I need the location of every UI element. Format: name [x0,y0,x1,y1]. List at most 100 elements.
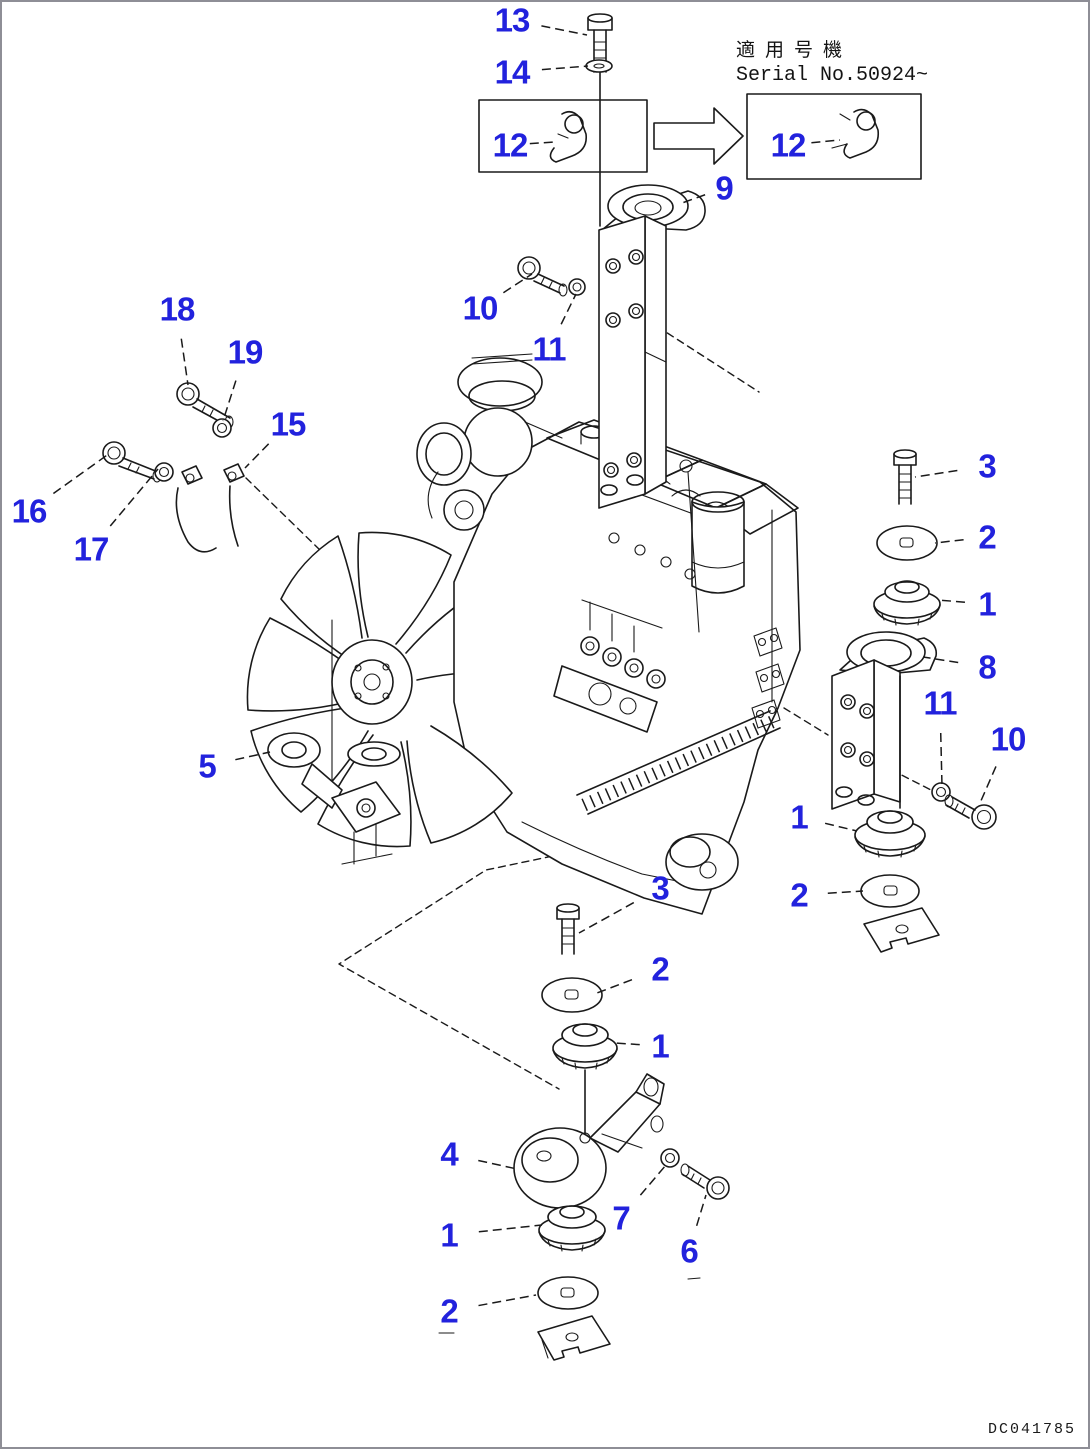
bolt-16 [103,442,161,482]
cushion-1-right-upper [874,581,940,625]
callout-1: 1 [978,585,996,623]
oil-pan-rail [522,711,780,886]
inset-box-old [479,100,647,172]
callout-9: 9 [715,169,733,207]
change-arrow [654,108,743,164]
bolt-3-right [894,450,916,504]
callout-12: 12 [770,126,807,164]
leader-line-10 [980,766,996,803]
bolt-10-right [945,795,996,829]
mount-bracket-4 [514,1074,664,1208]
callout-1: 1 [790,798,808,836]
serial-annotation: 適用号機 Serial No.50924~ [736,35,928,87]
callout-7: 7 [612,1199,630,1237]
clamp-12-new [832,110,878,158]
leader-line-2 [597,980,632,993]
callout-2: 2 [651,950,669,988]
callout-12: 12 [492,126,529,164]
leader-lines [53,26,996,1306]
washer-11-upper [569,279,585,295]
leader-line-7 [640,1165,666,1195]
washer-14 [586,60,612,72]
bolt-13 [588,14,612,226]
fan-hub [332,640,412,724]
leader-line-8 [923,657,958,663]
callout-3: 3 [651,869,669,907]
leader-line-3 [579,903,634,933]
bolt-3-bottom [557,904,579,954]
callout-15: 15 [270,405,307,443]
callout-2: 2 [790,876,808,914]
callout-18: 18 [159,290,196,328]
bolt-6 [681,1164,729,1199]
leader-line-14 [542,66,588,70]
leader-line-2 [828,891,863,893]
washer-17 [155,463,173,481]
callout-17: 17 [73,530,110,568]
stray-ticks [439,1278,700,1333]
washer-19 [213,419,231,437]
leader-line-15 [245,444,269,468]
leader-line-10 [503,274,532,293]
leader-line-9 [682,195,705,203]
callout-16: 16 [11,492,48,530]
cushion-1-bottom [553,1024,617,1069]
callout-19: 19 [227,333,264,371]
bolt-10-upper [518,257,567,296]
washer-2-lowest [538,1277,598,1309]
callout-1: 1 [651,1027,669,1065]
plate-bottom [538,1316,610,1360]
leader-line-5 [235,752,270,760]
leader-line-11 [561,294,576,324]
oil-filter [692,492,744,593]
leader-line-1 [825,823,857,831]
leader-line-13 [541,26,587,35]
serial-label-japanese: 適用号機 [736,39,853,61]
clamp-12-old [550,112,586,162]
leader-line-12 [530,142,554,144]
flywheel-housing [752,510,784,728]
inset-box-new [747,94,921,179]
document-number: DC041785 [988,1421,1077,1438]
leader-line-19 [223,381,236,421]
callout-5: 5 [198,747,216,785]
washer-2-right-upper [877,526,937,560]
leader-line-12 [811,140,840,143]
leader-line-18 [181,339,188,385]
callout-4: 4 [440,1135,458,1173]
leader-line-6 [697,1195,706,1226]
callout-11: 11 [923,684,958,722]
leader-line-4 [478,1160,517,1169]
callout-1: 1 [440,1216,458,1254]
rocker-details [582,533,695,652]
plate-right [864,908,939,952]
leader-line-1 [479,1225,542,1232]
callout-13: 13 [494,1,531,39]
injection-pump [554,637,665,732]
washer-7 [661,1149,679,1167]
washer-2-right-lower [861,875,919,907]
serial-number-text: Serial No.50924~ [736,64,929,87]
leader-line-2 [479,1295,536,1306]
callout-3: 3 [978,447,996,485]
leader-line-2 [935,540,964,543]
callout-10: 10 [462,289,499,327]
leader-line-16 [53,453,110,494]
cushion-1-right-lower [855,811,925,857]
clamp-15 [176,464,244,552]
front-engine-mount [268,733,400,864]
cushion-1-lowest [539,1206,605,1251]
bracket-8 [832,632,936,809]
callout-2: 2 [440,1292,458,1330]
callout-10: 10 [990,720,1027,758]
turbocharger [417,354,562,485]
leader-line-1 [938,600,965,602]
engine-illustration [406,354,800,914]
washer-2-bottom [542,978,602,1012]
callout-14: 14 [494,53,531,91]
callout-2: 2 [978,518,996,556]
callout-11: 11 [532,330,567,368]
leader-line-11 [941,733,942,786]
